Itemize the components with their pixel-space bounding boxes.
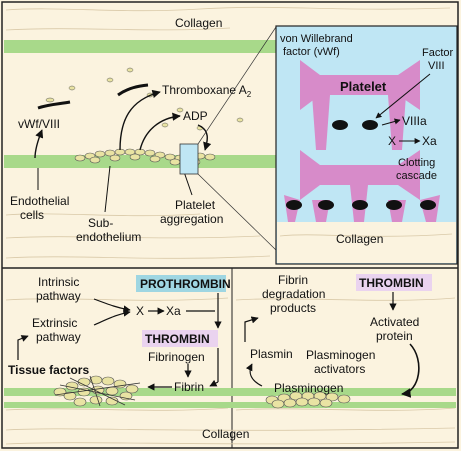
zoom-region <box>179 143 199 175</box>
plasmin-label: Plasmin <box>250 347 293 361</box>
platelet-shape-2 <box>117 83 149 97</box>
thrombin-to-fibrin-arrow-2 <box>209 379 219 387</box>
intrinsic-label-2: pathway <box>36 289 81 303</box>
inset-factor-label-1: Factor <box>422 47 454 59</box>
inset-viiia-label: VIIIa <box>402 114 427 128</box>
inset-vwf-label-1: von Willebrand <box>280 33 353 45</box>
inset-clotting-label-2: cascade <box>396 170 437 182</box>
inset-collagen-label: Collagen <box>336 232 383 246</box>
thrombin-box-left <box>142 330 218 347</box>
inset-panel: Platelet von Willebrand factor (vWf) Fac… <box>275 25 458 265</box>
prothrombin-box <box>136 275 226 292</box>
factor-viii-arrow <box>375 73 431 119</box>
vessel-band-bottom-2 <box>4 402 456 408</box>
zoom-leader-top <box>197 26 277 145</box>
plasminogen-label: Plasminogen <box>274 381 343 395</box>
plasmin-to-fdp-arrow <box>244 316 259 342</box>
thromboxane-subscript: 2 <box>247 90 252 99</box>
activated-label-1: Activated <box>370 315 419 329</box>
inset-clotting-label-1: Clotting <box>398 157 435 169</box>
subendothelium-label-2: endothelium <box>76 230 141 244</box>
inset-factor-label-2: VIII <box>428 60 445 72</box>
plasminogen-clot <box>265 391 351 409</box>
inset-collagen-fiber <box>279 233 453 237</box>
activators-label-1: Plasminogen <box>306 348 375 362</box>
endothelial-label-1: Endothelial <box>10 194 69 208</box>
fibrinogen-label: Fibrinogen <box>148 350 205 364</box>
thrombin-label-left: THROMBIN <box>145 332 210 346</box>
endothelial-label-2: cells <box>20 208 44 222</box>
tissue-factors-to-extrinsic-arrow <box>17 335 29 360</box>
fdp-label-3: products <box>270 301 316 315</box>
platelet-aggregate-top <box>74 148 216 166</box>
inset-xa-label: Xa <box>422 134 437 148</box>
protein-to-activators-arrow <box>401 343 420 398</box>
adp-label: ADP <box>183 109 208 123</box>
viiia-arrow <box>381 118 401 126</box>
fibrin-strands <box>54 375 141 407</box>
activators-label-2: activators <box>314 362 365 376</box>
fdp-label-2: degradation <box>262 287 325 301</box>
x-label: X <box>136 304 144 318</box>
inset-x-label: X <box>388 134 396 148</box>
fdp-label-1: Fibrin <box>278 273 308 287</box>
zoom-leader-bottom <box>197 173 277 251</box>
subendothelium-leader <box>104 165 111 213</box>
prothrombin-label: PROTHROMBIN <box>140 277 231 291</box>
extrinsic-label-1: Extrinsic <box>32 316 77 330</box>
activated-label-2: protein <box>376 329 413 343</box>
extrinsic-arrow <box>93 309 131 326</box>
platelet-aggregation-label-2: aggregation <box>160 212 223 226</box>
arrow-to-thromboxane <box>119 89 161 151</box>
vessel-band-bottom-1 <box>4 388 456 396</box>
vwf-viii-label: vWf/VIII <box>18 117 60 131</box>
collagen-label-top: Collagen <box>175 16 222 30</box>
arrow-to-adp <box>139 112 181 151</box>
platelet-shape-1 <box>37 100 71 110</box>
tissue-factors-label: Tissue factors <box>8 363 89 377</box>
vwf-molecules <box>286 120 436 210</box>
arrow-to-vwf <box>34 129 44 159</box>
thrombin-label-right: THROMBIN <box>359 276 424 290</box>
inset-vwf-label-2: factor (vWf) <box>283 46 340 58</box>
extrinsic-label-2: pathway <box>36 330 81 344</box>
collagen-label-bottom: Collagen <box>202 427 249 441</box>
collagen-fibers <box>5 6 456 445</box>
thrombin-box-right <box>356 274 432 291</box>
intrinsic-arrow <box>93 298 131 313</box>
subendothelium-label-1: Sub- <box>88 216 113 230</box>
arrow-to-aggregate <box>197 124 212 151</box>
plasminogen-to-plasmin-arrow <box>245 363 263 387</box>
platelet-aggregation-label-1: Platelet <box>175 198 216 212</box>
fibrin-label: Fibrin <box>174 380 204 394</box>
free-platelets <box>45 67 244 131</box>
inset-platelet-label: Platelet <box>340 79 387 94</box>
thromboxane-label: Thromboxane A2 <box>162 83 252 99</box>
thromboxane-text: Thromboxane A <box>162 83 247 97</box>
inset-collagen-area <box>277 222 456 263</box>
xa-label: Xa <box>166 304 181 318</box>
intrinsic-label-1: Intrinsic <box>38 275 79 289</box>
